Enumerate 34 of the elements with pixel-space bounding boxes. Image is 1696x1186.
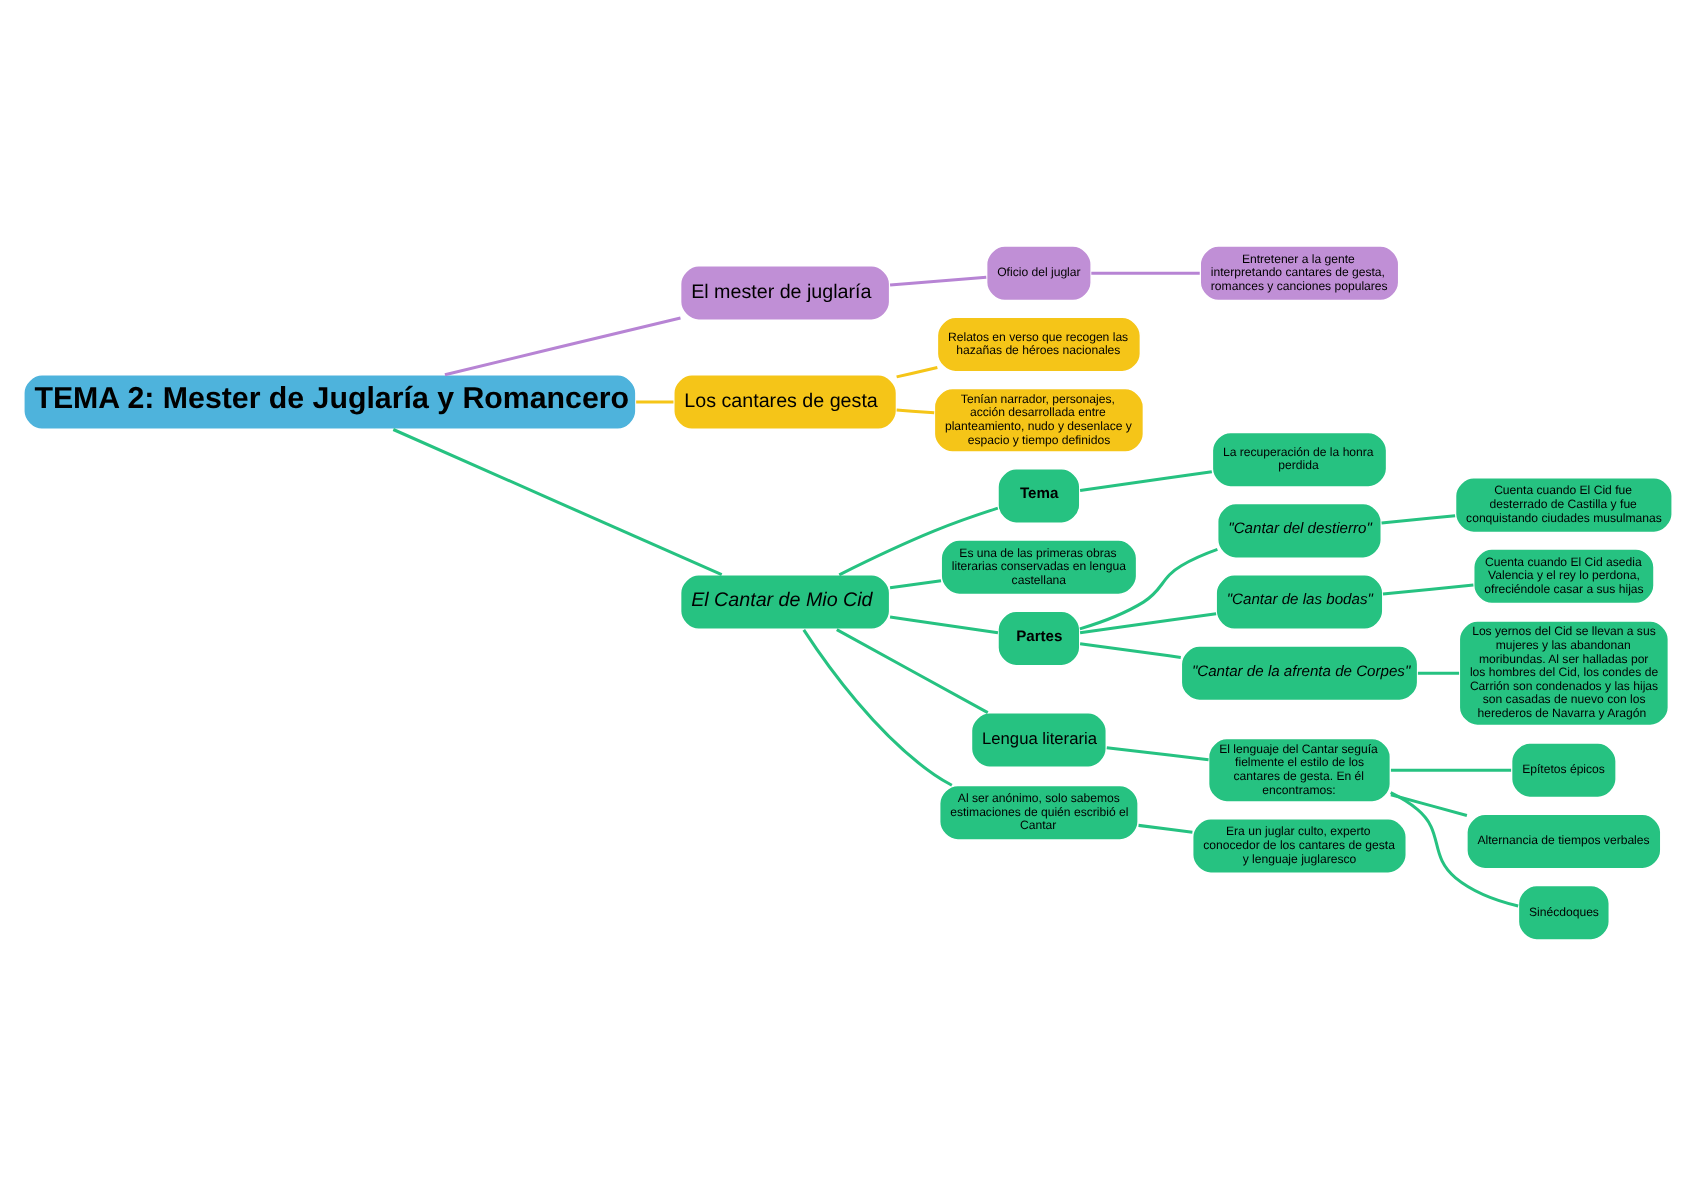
node-box: Los cantares de gesta — [673, 374, 898, 431]
node-box: "Cantar de las bodas" — [1215, 574, 1384, 631]
node-box: "Cantar del destierro" — [1216, 502, 1383, 559]
connector — [889, 275, 987, 287]
node-box: "Cantar de la afrenta de Corpes" — [1180, 645, 1419, 702]
connector — [1382, 583, 1474, 596]
connector — [1417, 671, 1460, 675]
connector — [889, 615, 999, 635]
node-box: TEMA 2: Mester de Juglaría y Romancero — [23, 374, 637, 431]
connector — [1390, 791, 1519, 908]
connector — [1390, 793, 1468, 817]
connector — [1079, 470, 1213, 492]
connector — [889, 579, 942, 590]
connector — [1138, 823, 1193, 834]
connector — [1079, 548, 1218, 631]
connector — [1079, 642, 1181, 659]
connector — [836, 628, 989, 714]
node-box: Tema — [997, 468, 1081, 525]
connector — [896, 408, 935, 415]
node-box: Partes — [997, 610, 1081, 667]
connector — [444, 316, 681, 377]
connector — [838, 506, 999, 577]
connector — [896, 366, 938, 379]
connector — [1106, 746, 1209, 762]
node-box: El mester de juglaría — [679, 265, 891, 322]
connector — [802, 629, 953, 787]
connector — [1079, 612, 1217, 635]
node-box: El Cantar de Mio Cid — [679, 574, 891, 631]
connector — [1091, 271, 1200, 275]
node-box: Lengua literaria — [970, 711, 1108, 768]
connector — [392, 428, 723, 577]
connector — [636, 400, 674, 404]
connector — [1390, 768, 1512, 772]
connector — [1381, 514, 1456, 525]
